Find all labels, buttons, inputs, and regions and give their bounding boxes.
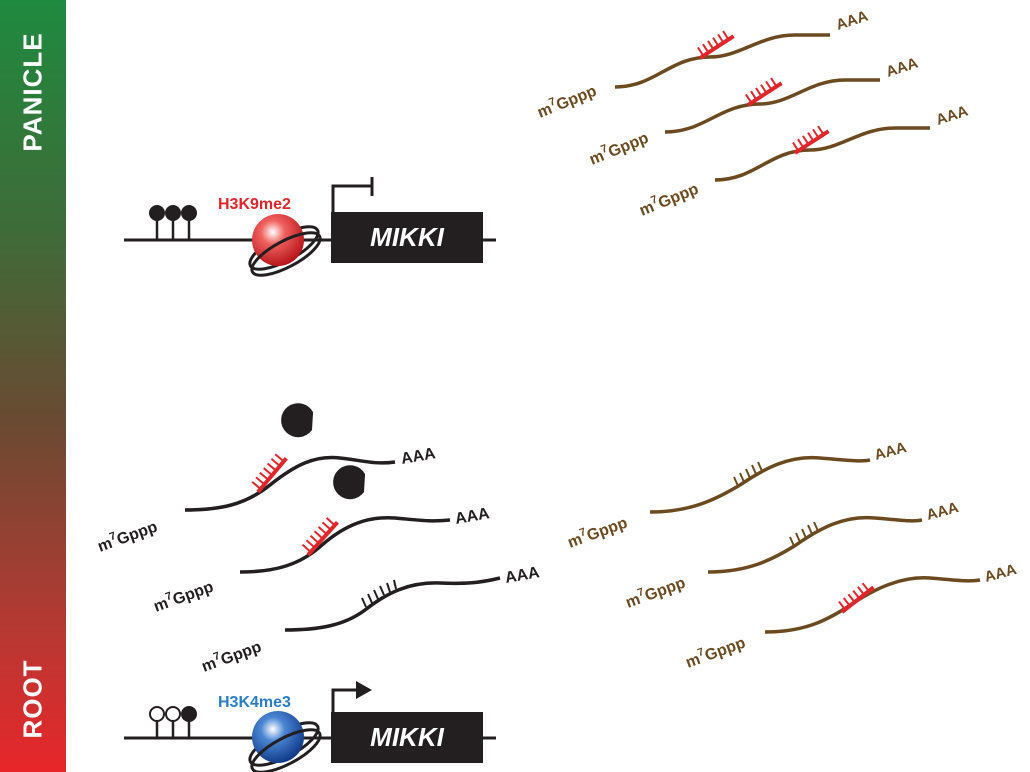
cap-label: m7Gppp — [565, 512, 630, 552]
root-gene-locus: H3K4me3 MIKKI — [124, 681, 496, 772]
polya-tail-label: AAA — [925, 499, 961, 524]
cap-label: m7Gppp — [586, 127, 651, 169]
sirna-duplex — [838, 582, 875, 614]
root-transcript-2: AAA m7Gppp — [151, 465, 492, 616]
gene-name-label: MIKKI — [370, 722, 444, 752]
cap-label: m7Gppp — [95, 516, 160, 556]
root-brown-transcript-3: AAA m7Gppp — [683, 561, 1019, 672]
target-site-ticks — [361, 579, 397, 608]
methyl-lollipop-filled-icon — [165, 205, 181, 221]
polya-tail-label: AAA — [454, 505, 492, 528]
pacman-icon — [333, 465, 366, 500]
sirna-duplex — [697, 30, 735, 60]
gene-name-label: MIKKI — [370, 222, 444, 252]
root-brown-transcript-2: AAA m7Gppp — [623, 499, 961, 612]
mrna-strand — [649, 455, 871, 514]
mrna-strand — [714, 126, 930, 182]
target-site-ticks — [733, 461, 763, 487]
methyl-lollipop-open-icon — [165, 706, 181, 722]
root-transcript-3: AAA m7Gppp — [199, 564, 542, 676]
mrna-strand — [764, 576, 981, 634]
panicle-gene-locus: H3K9me2 MIKKI — [124, 177, 496, 277]
cap-label: m7Gppp — [534, 80, 599, 122]
target-site-ticks — [789, 521, 819, 547]
cap-label: m7Gppp — [636, 178, 701, 220]
methylation-marks — [149, 706, 197, 738]
mrna-strand — [239, 515, 451, 574]
polya-tail-label: AAA — [873, 439, 909, 464]
histone-mark-label: H3K9me2 — [218, 196, 291, 213]
histone-mark-label: H3K4me3 — [218, 694, 291, 711]
cap-label: m7Gppp — [683, 632, 748, 672]
methyl-lollipop-filled-icon — [181, 706, 197, 722]
sirna-duplex — [251, 453, 288, 494]
panicle-transcript-2: AAA m7Gppp — [586, 55, 920, 169]
sirna-duplex — [301, 517, 339, 557]
cap-label: m7Gppp — [151, 576, 216, 616]
methyl-lollipop-filled-icon — [149, 205, 165, 221]
mrna-strand — [614, 33, 830, 89]
gene-body — [331, 212, 483, 263]
polya-tail-label: AAA — [400, 445, 438, 468]
panicle-transcript-3: AAA m7Gppp — [636, 103, 970, 220]
mrna-strand — [707, 515, 923, 574]
polya-tail-label: AAA — [884, 55, 920, 81]
polya-tail-label: AAA — [834, 8, 870, 34]
tissue-gradient-bar: PANICLE ROOT — [0, 0, 66, 772]
mrna-strand — [664, 78, 880, 134]
mrna-strand — [284, 576, 501, 632]
root-brown-transcript-1: AAA m7Gppp — [565, 439, 909, 552]
sirna-duplex — [745, 77, 783, 107]
nucleosome-icon — [248, 214, 322, 277]
root-transcript-1: AAA m7Gppp — [95, 403, 438, 556]
panicle-transcript-1: AAA m7Gppp — [534, 8, 870, 122]
polya-tail-label: AAA — [983, 561, 1019, 586]
methyl-lollipop-open-icon — [149, 706, 165, 722]
cap-label: m7Gppp — [623, 572, 688, 612]
pacman-icon — [281, 403, 314, 438]
mrna-strand — [184, 455, 396, 512]
polya-tail-label: AAA — [504, 564, 542, 587]
polya-tail-label: AAA — [934, 103, 970, 129]
bent-arrow-icon — [356, 681, 372, 699]
sirna-duplex — [792, 125, 830, 155]
cap-label: m7Gppp — [199, 636, 264, 676]
nucleosome-icon — [248, 711, 322, 772]
methylation-marks — [149, 205, 197, 240]
methyl-lollipop-filled-icon — [181, 205, 197, 221]
promoter-arrow-icon — [331, 688, 358, 712]
gene-body — [331, 712, 483, 763]
promoter-arrow-icon — [331, 184, 372, 212]
